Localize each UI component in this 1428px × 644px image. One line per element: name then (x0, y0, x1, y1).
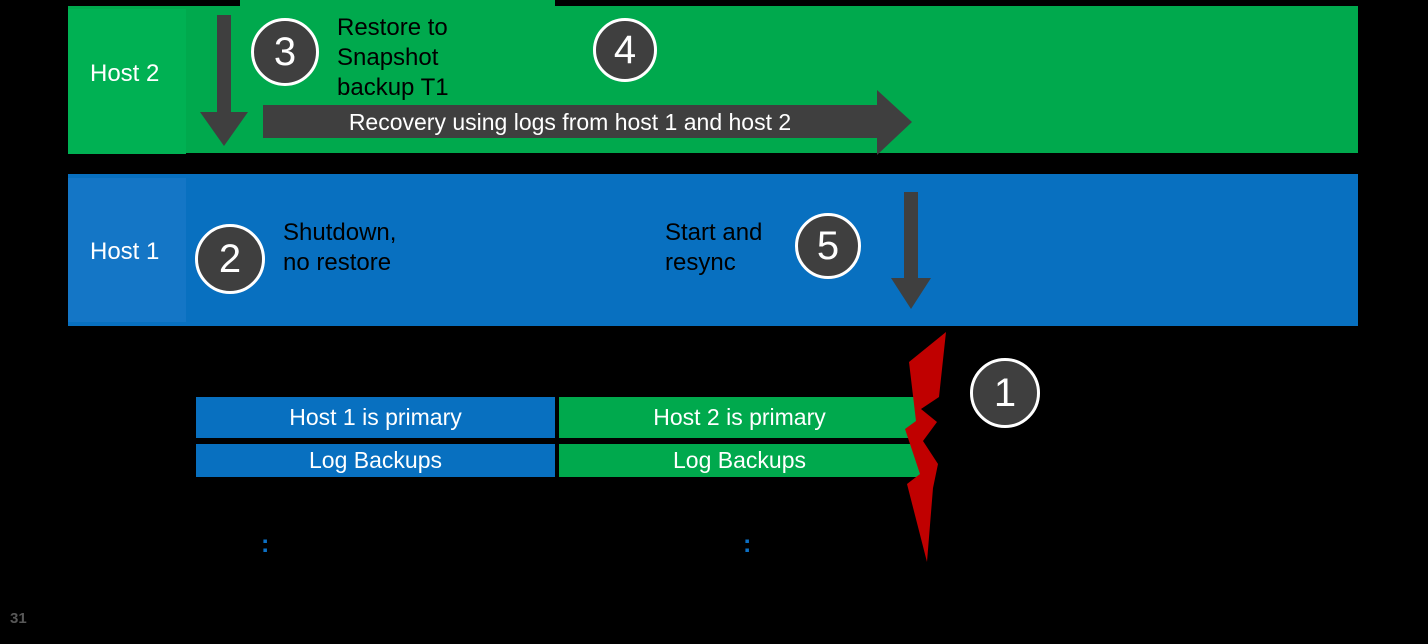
step-1-number: 1 (993, 370, 1017, 415)
host1-log-backups-label: Log Backups (309, 447, 442, 473)
step-2-number: 2 (218, 236, 242, 281)
host1-primary-box: Host 1 is primary (196, 397, 555, 438)
start-and-resync-note: Start and resync (665, 218, 762, 278)
restore-note-line2: Snapshot (337, 44, 439, 71)
host2-primary-box: Host 2 is primary (559, 397, 920, 438)
recovery-arrow-label: Recovery using logs from host 1 and host… (348, 109, 792, 135)
restore-note-line1: Restore to (337, 14, 448, 41)
step-circle-2: 2 (195, 224, 265, 294)
host1-lane-bar (68, 174, 1358, 326)
step-5-number: 5 (816, 223, 840, 268)
host2-lane-label: Host 2 (90, 60, 160, 87)
host1-lane-label: Host 1 (90, 238, 160, 265)
shutdown-note-line1: Shutdown, (283, 219, 397, 246)
t2-marker-colon: : (743, 530, 752, 558)
host1-label-block (68, 178, 186, 322)
step-circle-1: 1 (970, 358, 1040, 428)
start-note-line1: Start and (665, 219, 763, 246)
host2-label-block (68, 9, 186, 154)
page-number: 31 (10, 610, 27, 627)
host2-primary-label: Host 2 is primary (653, 404, 826, 430)
host2-lane-top-strip (240, 0, 555, 10)
step-4-number: 4 (613, 27, 637, 72)
step-circle-5: 5 (795, 213, 861, 279)
restore-to-snapshot-note: Restore to Snapshot backup T1 (337, 13, 449, 103)
step-circle-4: 4 (593, 18, 657, 82)
shutdown-no-restore-note: Shutdown, no restore (283, 218, 396, 278)
restore-note-line3: backup T1 (337, 74, 449, 101)
step-3-number: 3 (273, 29, 297, 74)
host2-log-backups-label: Log Backups (673, 447, 806, 473)
t1-marker-colon: : (261, 530, 270, 558)
host2-log-backups-box: Log Backups (559, 444, 920, 477)
start-note-line2: resync (665, 249, 736, 276)
host1-primary-label: Host 1 is primary (289, 404, 462, 430)
step-circle-3: 3 (251, 18, 319, 86)
host1-log-backups-box: Log Backups (196, 444, 555, 477)
shutdown-note-line2: no restore (283, 249, 392, 276)
